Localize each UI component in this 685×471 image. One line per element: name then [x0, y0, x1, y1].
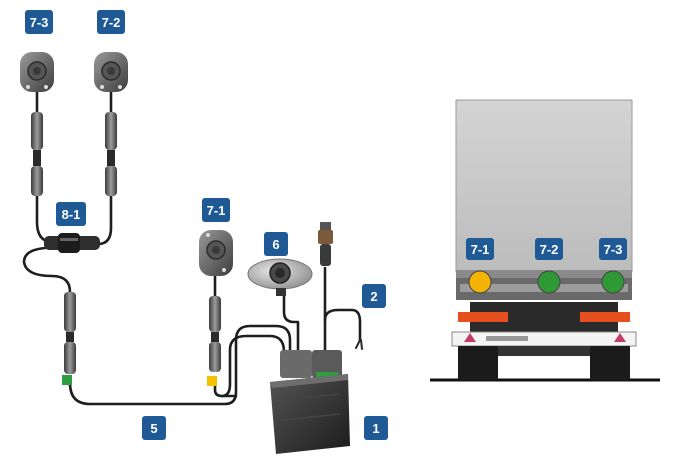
cable-network	[22, 90, 363, 406]
connector-7-3-lower	[31, 158, 43, 196]
badge-1-label: 1	[372, 421, 379, 436]
sensor-7-1	[199, 230, 233, 276]
lamp-7-3	[601, 270, 625, 294]
wheel-right	[590, 346, 630, 380]
sensor-7-3	[20, 52, 54, 92]
camera-6	[247, 258, 313, 296]
lamp-7-2	[537, 270, 561, 294]
wheel-left	[458, 346, 498, 380]
truck-badge-7-3-label: 7-3	[604, 242, 623, 257]
truck-rear-view	[430, 99, 660, 382]
badge-6: 6	[264, 232, 288, 256]
badge-1: 1	[364, 416, 388, 440]
badge-6-label: 6	[272, 237, 279, 252]
green-connector-marker	[62, 375, 72, 385]
truck-badge-7-2-label: 7-2	[540, 242, 559, 257]
splitter-8-1	[44, 233, 100, 253]
badge-2-label: 2	[370, 289, 377, 304]
badge-7-3-label: 7-3	[30, 15, 49, 30]
badge-7-2-label: 7-2	[102, 15, 121, 30]
truck-badge-7-1: 7-1	[466, 238, 494, 260]
badge-5-label: 5	[150, 421, 157, 436]
connector-7-2-upper	[105, 112, 117, 158]
badge-7-3: 7-3	[25, 10, 53, 34]
sensor-7-2	[94, 52, 128, 92]
badge-8-1-label: 8-1	[62, 207, 81, 222]
badge-2: 2	[362, 284, 386, 308]
truck-badge-7-2: 7-2	[535, 238, 563, 260]
truck-badge-7-1-label: 7-1	[471, 242, 490, 257]
badge-7-1: 7-1	[202, 198, 230, 222]
badge-5: 5	[142, 416, 166, 440]
control-unit-1	[270, 350, 350, 454]
lamp-7-1	[468, 270, 492, 294]
badge-7-2: 7-2	[97, 10, 125, 34]
power-connector-2	[318, 222, 333, 266]
yellow-connector-marker	[207, 376, 217, 386]
badge-7-1-label: 7-1	[207, 203, 226, 218]
reflector-left	[458, 312, 508, 322]
badge-8-1: 8-1	[56, 202, 86, 226]
truck-badge-7-3: 7-3	[599, 238, 627, 260]
connector-main-left	[62, 292, 76, 385]
reflector-right	[580, 312, 630, 322]
connector-7-2-lower	[105, 158, 117, 196]
bumper	[451, 331, 637, 347]
connector-7-3-upper	[31, 112, 43, 158]
connector-7-1	[207, 296, 221, 386]
